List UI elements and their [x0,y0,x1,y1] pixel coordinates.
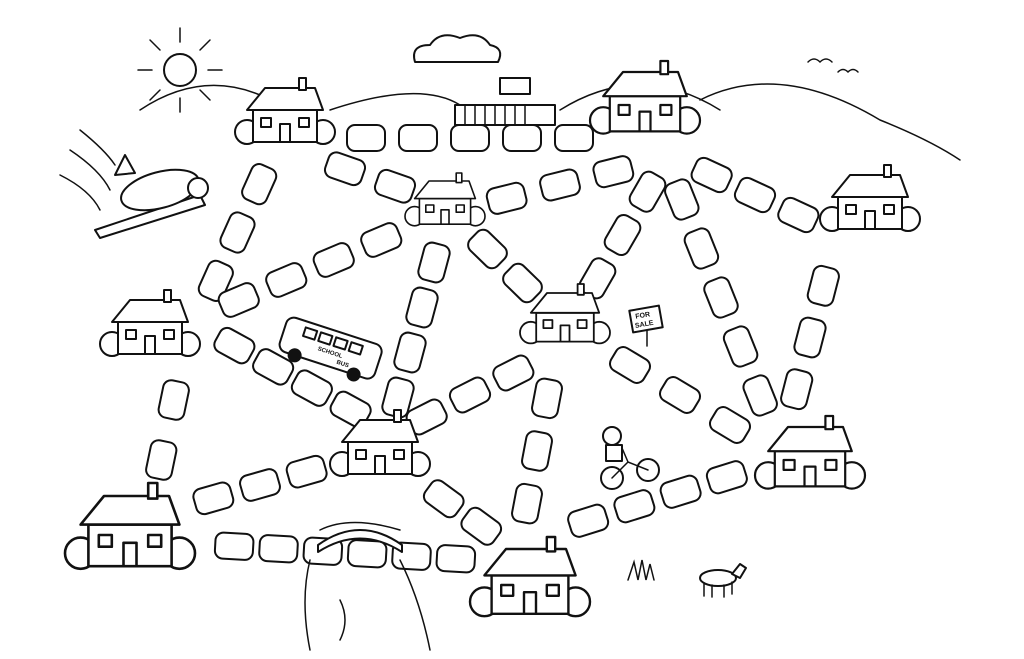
stepping-stone [793,316,827,359]
stepping-stone [460,506,503,546]
stepping-stone [417,241,451,284]
airplane-icon [59,129,209,239]
stepping-stone [780,368,814,411]
stepping-stone [192,481,235,516]
stepping-stone [373,168,417,204]
sign-label-line2: SALE [635,320,655,330]
stepping-stone [435,544,477,574]
haystack [627,559,655,581]
stepping-stone [157,379,190,421]
stepping-stone [393,331,427,374]
stepping-stone [346,124,386,152]
stepping-stone [567,503,610,538]
stepping-stone [448,376,492,414]
stepping-stone [145,439,178,481]
stepping-stone [213,531,255,561]
fence-farm [454,77,556,126]
stepping-stone [603,213,642,257]
stepping-stone [492,354,535,392]
stepping-stone [398,124,438,152]
stepping-stone [213,326,256,365]
house [63,481,197,571]
horse [699,563,747,598]
stepping-stone [252,348,295,386]
stepping-stone-path [145,124,840,574]
stepping-stone [485,181,528,215]
stepping-stone [659,474,702,509]
stepping-stone [241,163,278,206]
stepping-stone [467,228,508,270]
stepping-stone [777,196,820,234]
house [588,59,702,135]
stepping-stone [346,539,388,569]
stepping-stone [664,178,700,221]
house [519,283,611,345]
boy-on-bicycle [600,426,660,490]
stepping-stone [531,377,563,420]
house [329,409,431,477]
stepping-stone [502,262,543,304]
stepping-stone [703,276,739,319]
stepping-stone [502,124,542,152]
house [753,414,867,490]
stepping-stone [683,227,720,270]
stepping-stone [539,168,581,202]
stepping-stone [285,454,328,489]
for-sale-sign: FOR SALE [628,304,664,347]
house [234,77,336,145]
stepping-stone [608,346,652,384]
house [819,164,921,232]
stepping-stone [405,286,439,329]
stepping-stone [422,479,465,519]
stepping-stone [806,264,840,307]
cloud-icon [413,34,502,63]
stepping-stone [554,124,594,152]
stepping-stone [690,156,733,194]
house [99,289,201,357]
stepping-stone [258,534,299,564]
stepping-stone [312,242,355,278]
bridge [304,521,431,651]
stepping-stone [613,489,656,524]
house [404,172,486,227]
sign-label-line1: FOR [635,311,651,320]
hills [139,83,961,161]
stepping-stone [219,211,256,254]
stepping-stone [329,390,372,429]
stepping-stone [323,151,367,187]
stepping-stone [511,482,543,525]
stepping-stone [658,376,702,414]
birds-icon [807,58,859,74]
sun-icon [137,27,223,113]
stepping-stone [705,460,748,495]
stepping-stone [742,374,778,417]
stepping-stone [733,176,777,214]
bus-label-line2: BUS [335,360,349,370]
stepping-stone [450,124,490,152]
stepping-stone [217,282,260,318]
stepping-stone [290,369,333,407]
stepping-stone [360,222,403,258]
stepping-stone [628,170,667,213]
stepping-stone [722,325,759,368]
school-bus: SCHOOL BUS [278,316,383,382]
stepping-stone [592,155,635,189]
stepping-stone [239,468,281,502]
stepping-stone [521,430,553,472]
stepping-stone [708,406,752,444]
house [468,535,592,618]
stepping-stone [265,262,308,298]
